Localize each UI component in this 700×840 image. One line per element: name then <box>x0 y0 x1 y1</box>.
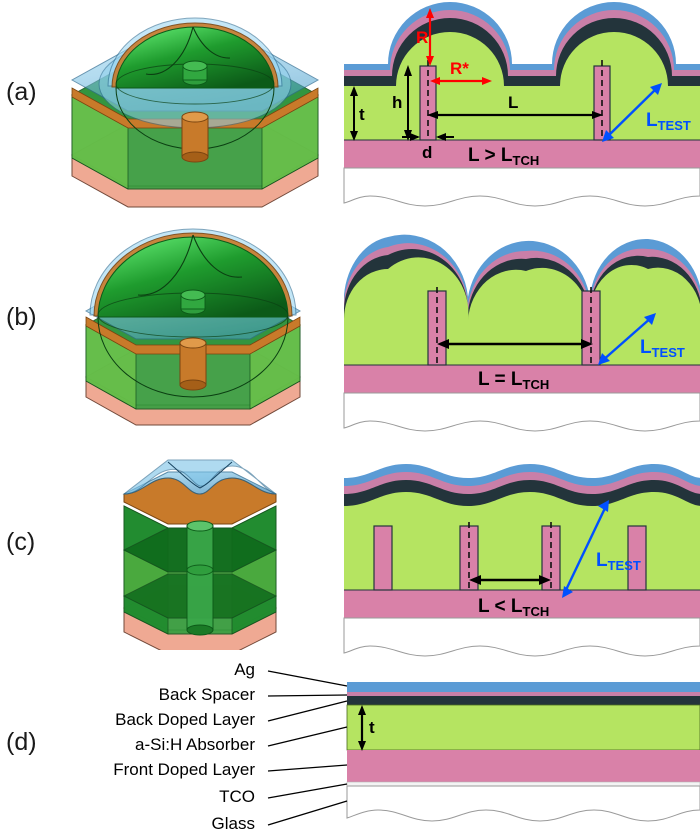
render-ag-cap-c <box>122 459 277 495</box>
render-pillar-bottom-a <box>181 111 209 163</box>
dimension-label-L-a: L <box>508 93 518 112</box>
layer-back-spacer-d <box>347 692 700 696</box>
stack-label-back-doped-layer: Back Doped Layer <box>115 710 255 729</box>
layer-front-doped-a <box>344 140 700 168</box>
layer-front-doped-b <box>344 365 700 393</box>
dimension-label-R: R <box>416 28 428 47</box>
render-3d-panel-a <box>60 0 330 220</box>
dimension-L-c <box>469 575 551 585</box>
layer-back-doped-d <box>347 696 700 705</box>
render-dome-b <box>89 228 297 398</box>
panel-label-c: (c) <box>6 528 36 556</box>
cross-section-panel-c: LTEST L < LTCH <box>330 450 700 670</box>
condition-label-b: L = LTCH <box>478 369 549 392</box>
stack-label-ag: Ag <box>234 660 255 679</box>
leader-glass <box>267 800 348 826</box>
dimension-L-b <box>437 339 593 349</box>
render-3d-panel-b <box>60 225 330 445</box>
cross-section-panel-b: LTEST L = LTCH <box>330 225 700 445</box>
condition-label-a: L > LTCH <box>468 145 539 168</box>
stack-label-absorber: a-Si:H Absorber <box>135 735 255 754</box>
dimension-Ltest-c <box>562 500 609 598</box>
dimension-R-a <box>426 8 434 66</box>
render-pillar-bottom-b <box>179 337 207 391</box>
dimension-t-a <box>350 86 358 141</box>
render-pillar-top-b <box>180 289 206 315</box>
leader-tco <box>267 783 348 799</box>
cross-section-panel-d: t <box>0 655 700 840</box>
leader-absorber <box>267 726 348 747</box>
panel-label-a: (a) <box>6 78 37 106</box>
dimension-label-t-d: t <box>369 718 375 737</box>
flat-stack-d <box>346 682 700 822</box>
leader-lines-d <box>267 670 348 826</box>
layer-front-doped-c <box>344 590 700 618</box>
dimension-label-Rstar: R* <box>450 59 469 78</box>
condition-label-c: L < LTCH <box>478 596 549 619</box>
dimension-Rstar-a <box>430 77 492 85</box>
dimension-label-Ltest-b: LTEST <box>640 337 685 360</box>
render-pillar-c <box>186 520 214 636</box>
stack-label-tco: TCO <box>219 787 255 806</box>
stack-label-glass: Glass <box>211 814 255 833</box>
panel-label-d: (d) <box>6 728 37 756</box>
dimension-d-a <box>402 133 454 141</box>
stack-label-back-spacer: Back Spacer <box>158 685 255 704</box>
layer-absorber-d <box>346 704 700 751</box>
dimension-h-a <box>404 65 412 141</box>
dimension-L-a <box>427 111 603 119</box>
dimension-Ltest-a <box>602 83 662 142</box>
dimension-label-Ltest-a: LTEST <box>646 110 691 133</box>
dimension-Ltest-b <box>598 313 656 365</box>
render-pillar-top-a <box>182 60 208 86</box>
dimension-label-t-a: t <box>359 105 365 124</box>
leader-front-doped <box>267 764 348 772</box>
stack-label-front-doped-layer: Front Doped Layer <box>113 760 255 779</box>
substrate-region-c <box>343 617 700 657</box>
substrate-region-a <box>343 167 700 207</box>
layer-ag-d <box>347 682 700 692</box>
layer-glass-d <box>346 785 700 822</box>
leader-ag <box>267 670 348 687</box>
dimension-t-d <box>358 705 366 751</box>
layer-absorber-c <box>344 492 700 590</box>
substrate-region-b <box>343 392 700 432</box>
layer-tco-d <box>346 781 700 787</box>
panel-label-b: (b) <box>6 303 37 331</box>
render-3d-panel-c <box>100 450 330 650</box>
layer-front-doped-d <box>347 750 700 782</box>
nanohole-1-c <box>373 525 393 591</box>
leader-back-doped <box>267 700 348 722</box>
dimension-label-Ltest-c: LTEST <box>596 550 641 573</box>
dimension-label-h-a: h <box>392 93 402 112</box>
leader-back-spacer <box>267 694 348 697</box>
cross-section-panel-a: R R* t h <box>330 0 700 220</box>
dimension-label-d-a: d <box>422 143 432 162</box>
